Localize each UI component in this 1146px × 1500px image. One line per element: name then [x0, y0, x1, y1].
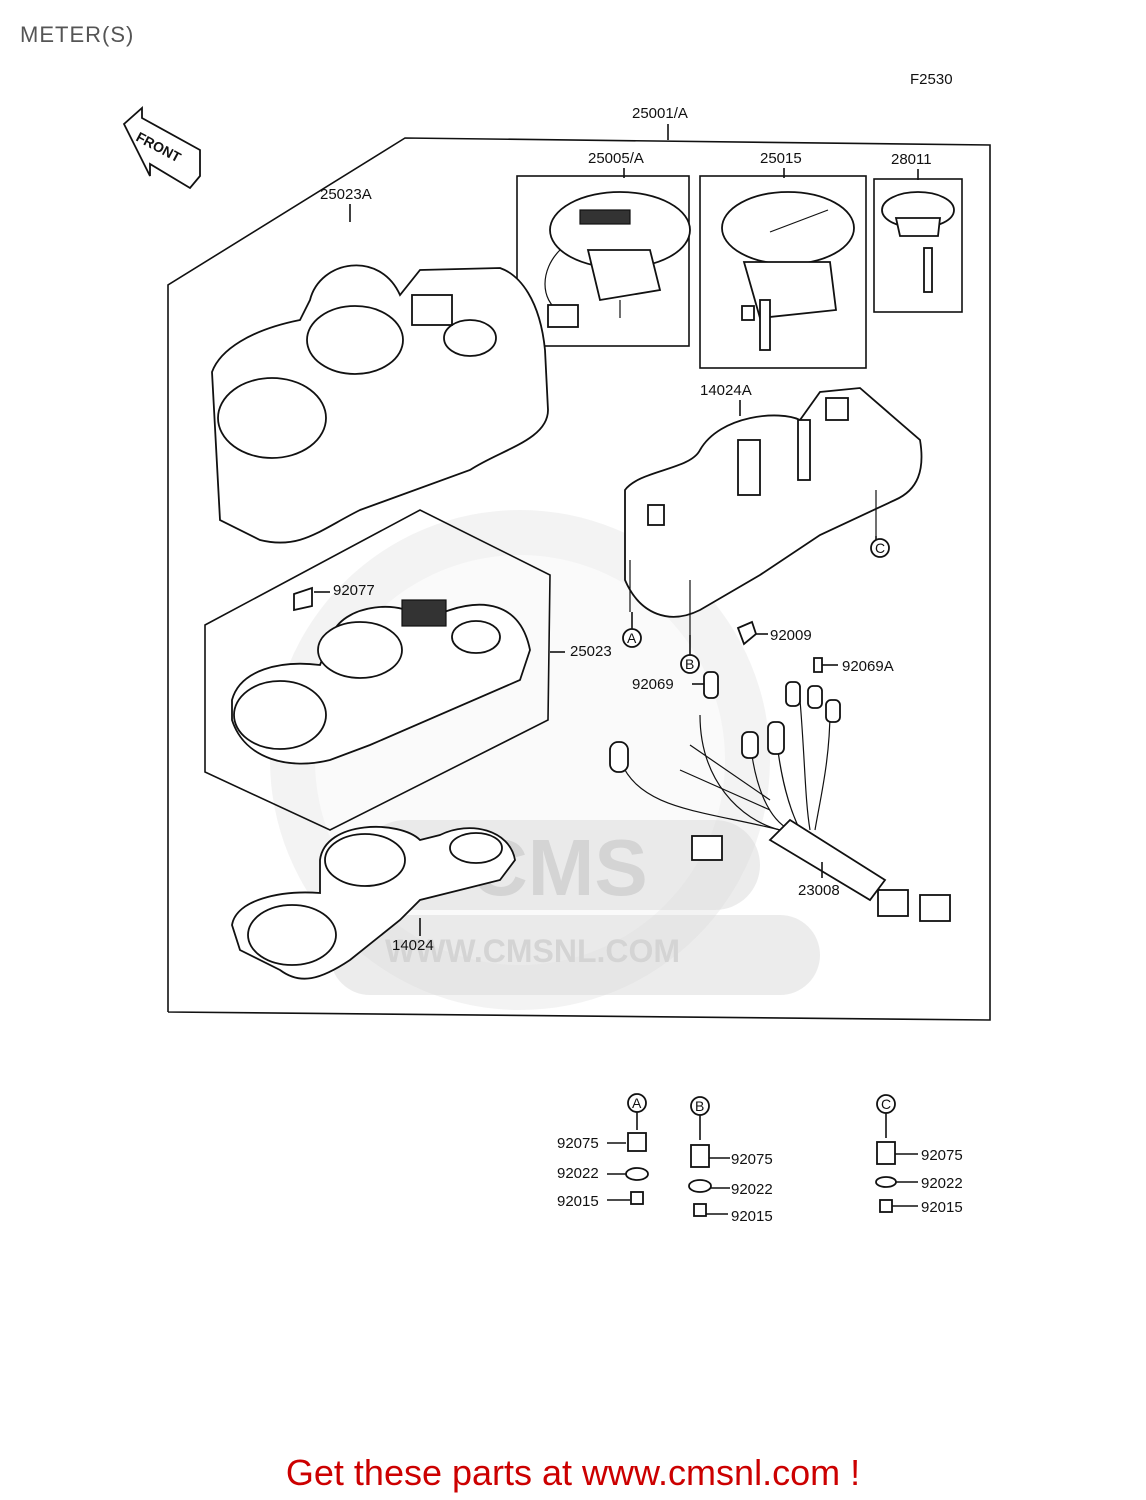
hardware-group-b: B 92075 92022 92015: [688, 1096, 773, 1225]
svg-text:92075: 92075: [731, 1151, 773, 1168]
temp-gauge-part: [881, 191, 955, 293]
meter-cover-part: [211, 264, 549, 544]
svg-text:92075: 92075: [921, 1147, 963, 1164]
label-speedometer: 25005/A: [588, 150, 644, 167]
lens-box: [204, 509, 551, 831]
label-meter-cover: 25023A: [320, 186, 372, 203]
label-assembly: 25001/A: [632, 105, 688, 122]
bulb-socket-part: [703, 671, 719, 699]
svg-text:A: A: [632, 1095, 642, 1111]
figure-code: F2530: [910, 71, 953, 88]
front-arrow: FRONT: [122, 105, 201, 190]
tachometer-box: [699, 175, 867, 369]
ref-c-marker: C: [870, 536, 890, 558]
label-temp-gauge: 28011: [891, 151, 932, 168]
hardware-group-c: C 92075 92022 92015: [875, 1094, 963, 1216]
speedometer-box: [516, 175, 690, 347]
ref-b-marker: B: [680, 635, 700, 674]
svg-text:92015: 92015: [557, 1193, 599, 1210]
svg-text:92022: 92022: [557, 1165, 599, 1182]
screw-part: [736, 620, 758, 646]
watermark-url: WWW.CMSNL.COM: [385, 933, 680, 969]
svg-text:92015: 92015: [921, 1199, 963, 1216]
lens-cover-part: [231, 599, 531, 765]
svg-text:92022: 92022: [731, 1181, 773, 1198]
label-tachometer: 25015: [760, 150, 802, 167]
cmsnl-link[interactable]: Get these parts at www.cmsnl.com !: [285, 1452, 861, 1493]
tachometer-part: [721, 191, 855, 351]
bulb-a-part: [813, 657, 823, 673]
svg-text:C: C: [875, 540, 885, 556]
label-nut: 92077: [333, 582, 375, 599]
svg-text:92075: 92075: [557, 1135, 599, 1152]
parts-diagram: CMS WWW.CMSNL.COM F2530 FRONT 25001/A 25…: [122, 71, 991, 1225]
label-harness: 23008: [798, 882, 840, 899]
page-title: METER(S): [20, 22, 135, 47]
label-meter-case: 14024A: [700, 382, 752, 399]
label-screw: 92009: [770, 627, 812, 644]
svg-text:A: A: [627, 630, 637, 646]
label-lens-cover: 25023: [570, 643, 612, 660]
label-bulb-socket-a: 92069A: [842, 658, 894, 675]
label-bulb-socket: 92069: [632, 676, 674, 693]
harness-part: [609, 681, 951, 922]
assembly-outline: [167, 137, 991, 1021]
svg-text:C: C: [881, 1096, 891, 1112]
meter-case-part: [624, 387, 923, 635]
hardware-group-a: A 92075 92022 92015: [557, 1093, 649, 1210]
speedometer-part: [544, 191, 691, 328]
panel-part: [231, 825, 516, 980]
svg-text:92015: 92015: [731, 1208, 773, 1225]
svg-text:B: B: [695, 1098, 704, 1114]
ref-a-marker: A: [622, 612, 642, 648]
label-panel: 14024: [392, 937, 434, 954]
nut-part: [293, 586, 313, 612]
svg-text:B: B: [685, 656, 694, 672]
svg-text:92022: 92022: [921, 1175, 963, 1192]
